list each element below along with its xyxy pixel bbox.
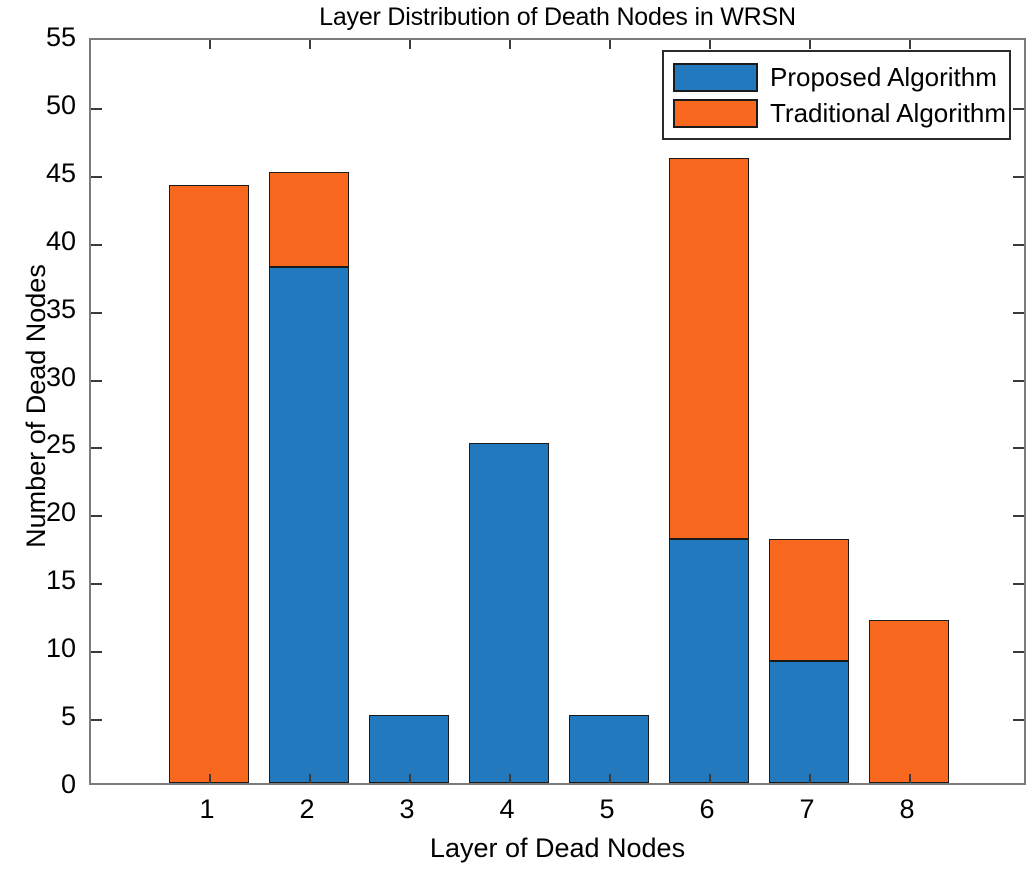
x-tick-mark (309, 774, 311, 783)
legend-item-traditional: Traditional Algorithm (673, 95, 1006, 131)
bar-group (369, 36, 449, 783)
bar-group (469, 36, 549, 783)
y-tick-mark-right (1013, 243, 1024, 246)
x-tick-mark-top (409, 40, 411, 49)
y-tick-label: 50 (45, 89, 76, 120)
x-tick-mark (909, 774, 911, 783)
x-tick-label: 8 (899, 794, 915, 824)
y-tick-label: 10 (45, 633, 76, 664)
bar-segment (469, 443, 549, 783)
x-tick-mark-top (309, 40, 311, 49)
y-tick-label: 35 (45, 293, 76, 324)
x-tick-label: 1 (199, 794, 215, 824)
x-tick-label: 3 (399, 794, 415, 824)
bar-segment (669, 158, 749, 539)
x-tick-mark (809, 774, 811, 783)
bar-segment (369, 715, 449, 783)
y-tick-label: 25 (45, 429, 76, 460)
legend-label-proposed: Proposed Algorithm (770, 62, 997, 92)
bar-segment (769, 660, 849, 783)
page-title: Layer Distribution of Death Nodes in WRS… (319, 3, 796, 31)
x-tick-mark (509, 774, 511, 783)
bar-segment (169, 185, 249, 783)
y-tick-mark-right (1013, 311, 1024, 314)
y-tick-mark (91, 107, 102, 110)
y-tick-mark-right (1013, 107, 1024, 110)
y-tick-label: 55 (45, 22, 76, 52)
x-tick-mark-top (209, 40, 211, 49)
y-tick-mark (91, 515, 102, 518)
bar-group (869, 36, 949, 783)
plot-area (89, 38, 1026, 785)
x-tick-mark (709, 774, 711, 783)
y-tick-label: 20 (45, 497, 76, 528)
y-tick-mark (91, 719, 102, 722)
y-tick-mark (91, 651, 102, 654)
y-tick-mark-right (1013, 651, 1024, 654)
legend-swatch-proposed (673, 62, 758, 92)
y-tick-label: 30 (45, 361, 76, 392)
bar-group (669, 36, 749, 783)
x-tick-label: 7 (799, 794, 815, 824)
y-axis-title: Number of Dead Nodes (21, 264, 51, 548)
x-tick-mark (409, 774, 411, 783)
legend-swatch-traditional (673, 98, 758, 128)
y-tick-mark (91, 447, 102, 450)
x-tick-mark (209, 774, 211, 783)
x-axis-tick-labels: 1 2 3 4 5 6 7 8 (89, 793, 1026, 829)
bar-segment (669, 538, 749, 783)
x-tick-label: 5 (599, 794, 615, 824)
x-tick-mark-top (809, 40, 811, 49)
x-tick-mark-top (709, 40, 711, 49)
y-tick-mark-right (1013, 583, 1024, 586)
y-tick-mark-right (1013, 515, 1024, 518)
y-tick-label: 15 (45, 565, 76, 596)
y-tick-mark-right (1013, 447, 1024, 450)
y-tick-mark (91, 379, 102, 382)
x-axis-title: Layer of Dead Nodes (429, 833, 686, 863)
y-tick-mark (91, 583, 102, 586)
bars-layer (91, 40, 1024, 783)
bar-group (769, 36, 849, 783)
y-tick-label: 45 (45, 157, 76, 188)
y-tick-label: 5 (60, 701, 76, 732)
x-tick-mark-top (909, 40, 911, 49)
bar-segment (569, 715, 649, 783)
x-tick-mark-top (609, 40, 611, 49)
y-tick-mark-right (1013, 379, 1024, 382)
bar-group (569, 36, 649, 783)
y-tick-mark-right (1013, 719, 1024, 722)
bar-segment (269, 171, 349, 267)
y-axis-tick-labels: 0 5 10 15 20 25 30 35 40 45 50 55 (0, 24, 1034, 798)
x-tick-label: 6 (699, 794, 715, 824)
y-tick-label: 40 (45, 225, 76, 256)
y-tick-label: 0 (60, 769, 76, 799)
legend-label-traditional: Traditional Algorithm (770, 98, 1007, 128)
y-tick-mark (91, 175, 102, 178)
x-tick-label: 4 (499, 794, 515, 824)
y-tick-mark (91, 311, 102, 314)
x-tick-label: 2 (299, 794, 315, 824)
chart-legend: Proposed Algorithm Traditional Algorithm (662, 50, 1011, 140)
x-tick-mark-top (509, 40, 511, 49)
x-tick-mark (609, 774, 611, 783)
y-tick-mark (91, 243, 102, 246)
bar-group (169, 36, 249, 783)
legend-item-proposed: Proposed Algorithm (673, 59, 999, 95)
bar-segment (869, 620, 949, 783)
y-tick-mark-right (1013, 175, 1024, 178)
bar-segment (769, 538, 849, 661)
